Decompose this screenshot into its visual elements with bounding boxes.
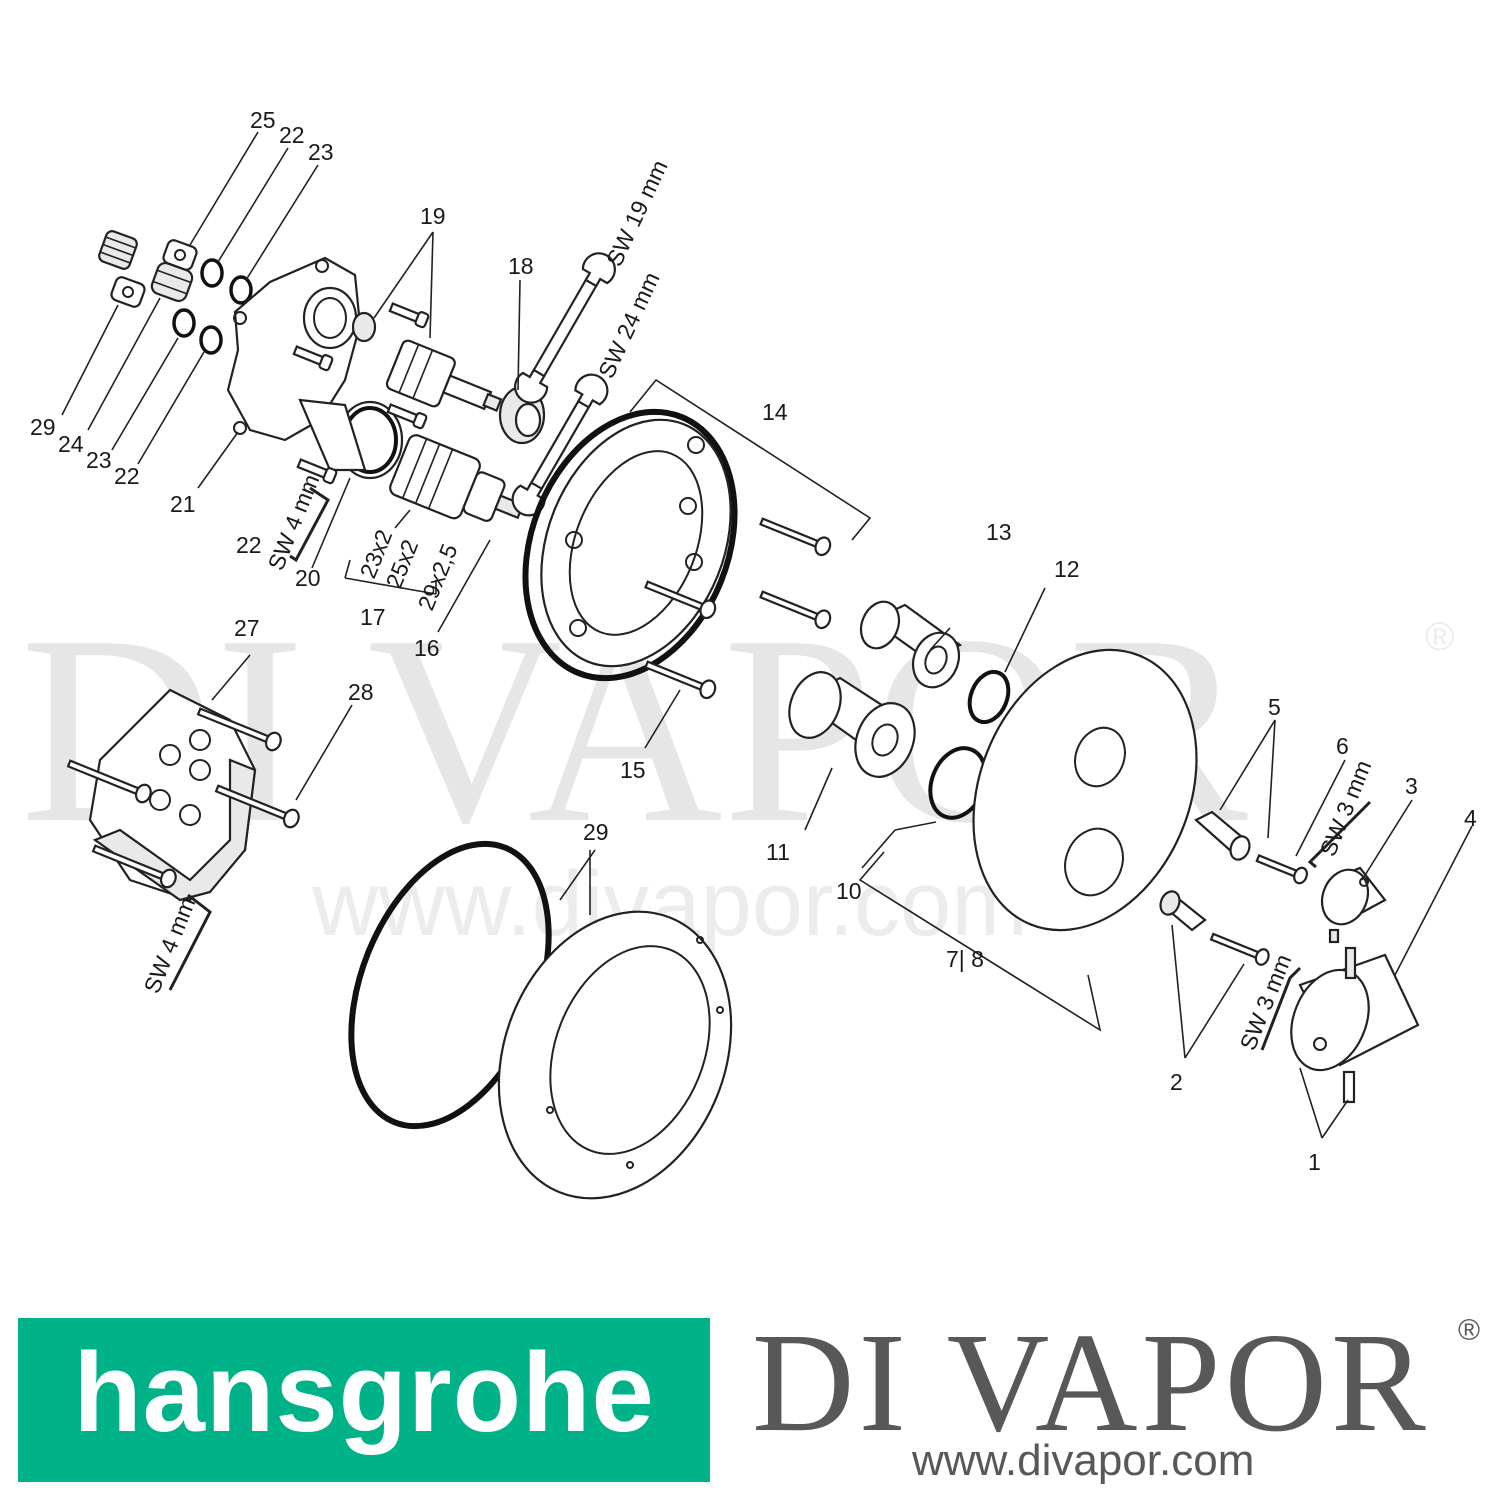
hex-key-left [168,893,212,991]
callout-29: 29 [30,414,56,440]
hex-key-upper [289,486,330,563]
thermostatic-cartridge [389,434,525,522]
handle-4 [1290,928,1420,1104]
callout-22-top: 22 [279,122,305,148]
callout-23-left: 23 [86,447,112,473]
callout-14: 15 [620,757,646,783]
callout-1: 1 [1308,1149,1321,1175]
callout-4: 4 [1464,805,1477,831]
callout-10: 11 [766,839,790,865]
callout-20: 21 [170,491,196,517]
sleeve-12 [859,600,963,689]
callout-7-8: 7| 8 [946,946,984,972]
callout-28: 29 [583,819,609,845]
knob-3 [1320,866,1387,926]
extension-5 [1194,810,1251,861]
callout-24: 24 [58,431,84,457]
callout-15: 16 [414,635,440,661]
divapor-registered-mark: ® [1458,1314,1481,1347]
valve-body [226,256,404,480]
callout-23-top: 23 [308,139,334,165]
label-sw3-upper: SW 3 mm [1315,757,1377,860]
leader-lines [61,131,1473,1139]
diverter-cartridge [385,339,503,412]
bezel-ring [497,910,733,1200]
screw-6 [1255,854,1308,885]
callout-25: 25 [250,107,276,133]
callout-3: 3 [1405,773,1418,799]
screw-2 [1209,932,1270,966]
divapor-url: www.divapor.com [912,1436,1255,1485]
adapter-2 [1159,890,1207,932]
callout-6: 6 [1336,733,1349,759]
callout-22-left: 22 [114,463,140,489]
mounting-ring [522,408,738,682]
exploded-parts-diagram: DI VAPOR ® www.divapor.com [20,107,1477,1200]
callout-12: 13 [986,519,1012,545]
long-screws [644,517,832,700]
callout-11: 12 [1054,556,1080,582]
callout-13: 14 [762,399,788,425]
callout-21: 22 [236,532,262,558]
label-sw24: SW 24 mm [593,268,665,382]
callout-26: 27 [234,615,260,641]
divapor-logo: DI VAPOR [752,1303,1430,1461]
screws-27 [66,707,300,889]
cartridge-set [98,230,253,355]
callout-27: 28 [348,679,374,705]
callouts: 25 22 23 29 24 23 22 21 22 20 19 18 17 1… [30,107,1477,1175]
sleeve-10 [788,671,916,778]
label-sw4-left: SW 4 mm [139,894,201,997]
callout-17: 18 [508,253,534,279]
label-sw19: SW 19 mm [601,156,673,270]
trim-plate [972,648,1198,932]
callout-18: 19 [420,203,446,229]
callout-16: 17 [360,604,386,630]
hansgrohe-logo-text: hansgrohe [73,1330,655,1455]
callout-19: 20 [295,565,321,591]
hansgrohe-logo: hansgrohe [18,1318,710,1482]
hex-keys-small [1260,800,1372,1051]
screws-small [292,302,430,485]
watermark-registered: ® [1425,615,1454,659]
callout-5: 5 [1268,694,1281,720]
callout-2: 2 [1170,1069,1183,1095]
callout-9: 10 [836,878,862,904]
